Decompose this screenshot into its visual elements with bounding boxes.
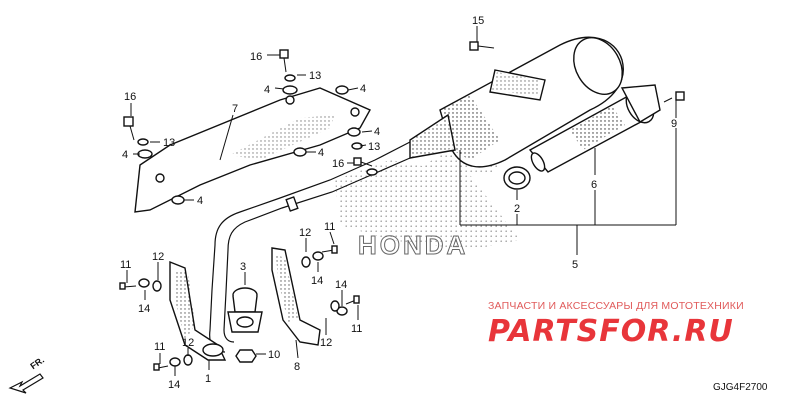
- callout-6: 6: [591, 179, 597, 191]
- heat-guard-lower-1: [169, 260, 227, 361]
- heat-guard-lower-8: [271, 247, 321, 346]
- front-direction-arrow-icon: [8, 373, 44, 394]
- small-bolts: [119, 245, 360, 371]
- callout-14-bottom: 14: [168, 379, 180, 391]
- callout-13-left: 13: [163, 137, 175, 149]
- muffler: [409, 36, 624, 168]
- diagram-code: GJG4F2700: [713, 382, 768, 393]
- bolt-16-mid: [353, 157, 373, 167]
- callout-12-left: 12: [152, 251, 164, 263]
- callout-9: 9: [671, 118, 677, 130]
- callout-11-left: 11: [120, 259, 131, 271]
- callout-4-center: 4: [318, 147, 324, 159]
- callout-11-bottom: 11: [154, 341, 165, 353]
- gasket-ring-inner: [508, 171, 526, 185]
- callout-13-mid: 13: [368, 141, 380, 153]
- callout-11-center: 11: [324, 221, 335, 233]
- callout-2: 2: [514, 203, 520, 215]
- callout-12-bottom: 12: [182, 337, 194, 349]
- honda-logo-text: HONDA: [358, 230, 468, 260]
- callout-16-top: 16: [250, 51, 262, 63]
- watermark-tagline: ЗАПЧАСТИ И АКСЕССУАРЫ ДЛЯ МОТОТЕХНИКИ: [488, 300, 744, 312]
- callout-3: 3: [240, 261, 246, 273]
- bolt-9: [663, 91, 685, 103]
- callout-12-right: 12: [320, 337, 332, 349]
- callout-4-top-left: 4: [264, 84, 270, 96]
- callout-1: 1: [205, 373, 211, 385]
- callout-15: 15: [472, 15, 484, 27]
- callout-11-right: 11: [351, 323, 362, 335]
- exhaust-joint: [227, 287, 263, 333]
- heat-guard-upper: [134, 87, 371, 213]
- callout-14-left: 14: [138, 303, 150, 315]
- callout-4-left: 4: [122, 149, 128, 161]
- callout-14-center: 14: [311, 275, 323, 287]
- watermark-site-logo: PARTSFOR.RU: [488, 314, 734, 349]
- callout-13-top: 13: [309, 70, 321, 82]
- callout-12-center: 12: [299, 227, 311, 239]
- callout-16-left: 16: [124, 91, 136, 103]
- callout-10: 10: [268, 349, 280, 361]
- callout-5: 5: [572, 259, 578, 271]
- callout-8: 8: [294, 361, 300, 373]
- bolt-15: [469, 41, 495, 51]
- callout-4-mid: 4: [374, 126, 380, 138]
- leader-lines: [126, 26, 677, 376]
- tail-pipe: [528, 84, 661, 173]
- callout-7: 7: [232, 103, 238, 115]
- bolt-16-top: [279, 49, 289, 73]
- callout-16-mid: 16: [332, 158, 344, 170]
- callouts: 15 16 13 4 4 16 7 13 4 4 13 4 16 4 9 2 6…: [120, 15, 677, 391]
- callout-4-lower: 4: [197, 195, 203, 207]
- bolt-16-left: [123, 116, 135, 141]
- nut-10: [235, 349, 257, 363]
- callout-4-top-right: 4: [360, 83, 366, 95]
- callout-14-right: 14: [335, 279, 347, 291]
